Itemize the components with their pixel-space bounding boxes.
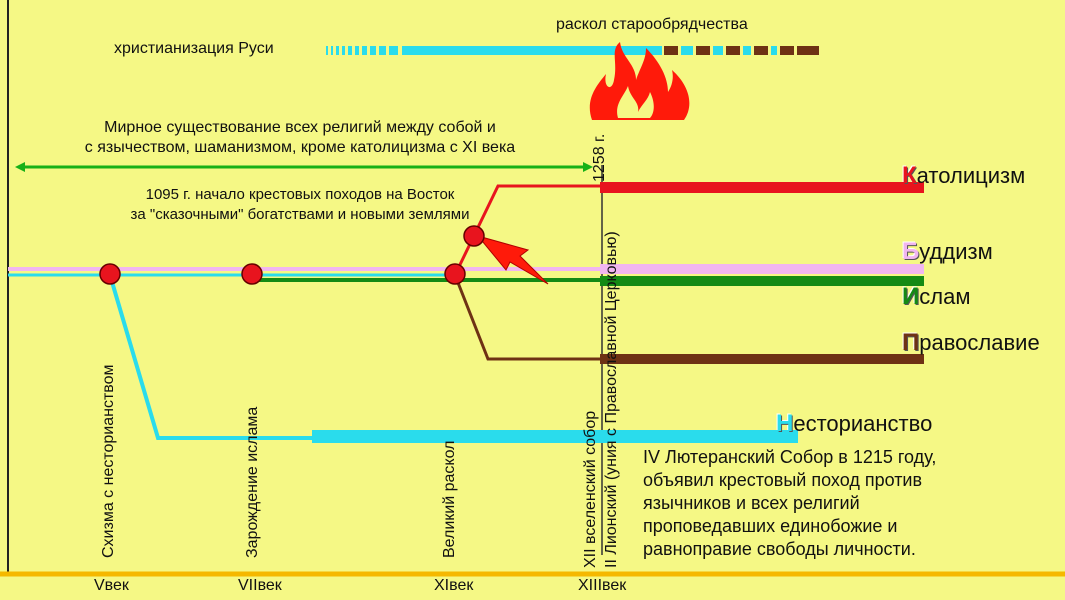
council-note-line5: равноправие свободы личности. — [643, 539, 916, 559]
council-note-line4: проповедавших единобожие и — [643, 516, 898, 536]
event-dot-islam — [241, 263, 263, 285]
catholic-band — [600, 182, 924, 193]
event-dot-great-schism — [444, 263, 466, 285]
year-1258-label: 1258 г. — [591, 133, 608, 182]
council-note-line2: объявил крестовый поход против — [643, 470, 923, 490]
crusades-note-line1: 1095 г. начало крестовых походов на Вост… — [145, 186, 455, 203]
buddhism-initial: Б — [902, 238, 920, 265]
islam-rest: слам — [919, 284, 971, 309]
orthodoxy-initial: П — [902, 329, 920, 356]
orthodox-branch — [453, 274, 602, 361]
nestorianism-initial: Н — [776, 410, 794, 437]
event-council-12-label: XII вселенский собор — [582, 410, 599, 568]
event-great-schism-label: Великий раскол — [441, 440, 458, 559]
century-11-label: XIвек — [434, 577, 474, 594]
peace-note-line1: Мирное существование всех религий между … — [104, 119, 496, 136]
event-dot-crusades — [463, 225, 485, 247]
orthodoxy-label: Православие — [902, 329, 1040, 357]
event-schism-label: Схизма с несторианством — [100, 364, 117, 558]
crusades-note-line2: за "сказочными" богатствами и новыми зем… — [130, 206, 470, 223]
orthodoxy-rest: равославие — [919, 330, 1040, 355]
crusades-note: 1095 г. начало крестовых походов на Вост… — [80, 185, 520, 225]
orthodox-band — [600, 354, 924, 364]
islam-initial: И — [902, 283, 920, 310]
old-believers-label: раскол старообрядчества — [556, 16, 748, 33]
century-7-label: VIIвек — [238, 577, 282, 594]
council-note-line1: IV Лютеранский Собор в 1215 году, — [643, 447, 937, 467]
crusade-arrow-icon — [476, 235, 549, 285]
nestorianism-rest: есторианство — [793, 411, 933, 436]
event-lyon-2-label: II Лионский (уния с Православной Церковь… — [603, 231, 620, 568]
buddhism-label: Буддизм — [902, 238, 993, 266]
century-5-label: Vвек — [94, 577, 129, 594]
peace-note-line2: с язычеством, шаманизмом, кроме католици… — [84, 139, 516, 156]
catholicism-initial: К — [902, 162, 917, 189]
century-13-label: XIIIвек — [578, 577, 627, 594]
christianization-label: христианизация Руси — [114, 40, 274, 57]
nestorianism-label: Несторианство — [776, 410, 932, 438]
council-note: IV Лютеранский Собор в 1215 году, объяви… — [643, 446, 936, 561]
buddhism-band — [600, 264, 924, 274]
nestorian-band — [312, 430, 798, 443]
event-dot-schism — [99, 263, 121, 285]
catholicism-rest: атолицизм — [916, 163, 1026, 188]
fire-icon — [589, 42, 690, 120]
islam-label: Ислам — [902, 283, 970, 311]
council-note-line3: язычников и всех религий — [643, 493, 860, 513]
event-islam-label: Зарождение ислама — [244, 406, 261, 558]
christianization-band — [326, 46, 819, 55]
buddhism-rest: уддизм — [919, 239, 993, 264]
nestorian-branch — [108, 274, 312, 440]
peace-note: Мирное существование всех религий между … — [40, 118, 560, 158]
islam-band — [600, 276, 924, 286]
catholicism-label: Католицизм — [902, 162, 1025, 190]
